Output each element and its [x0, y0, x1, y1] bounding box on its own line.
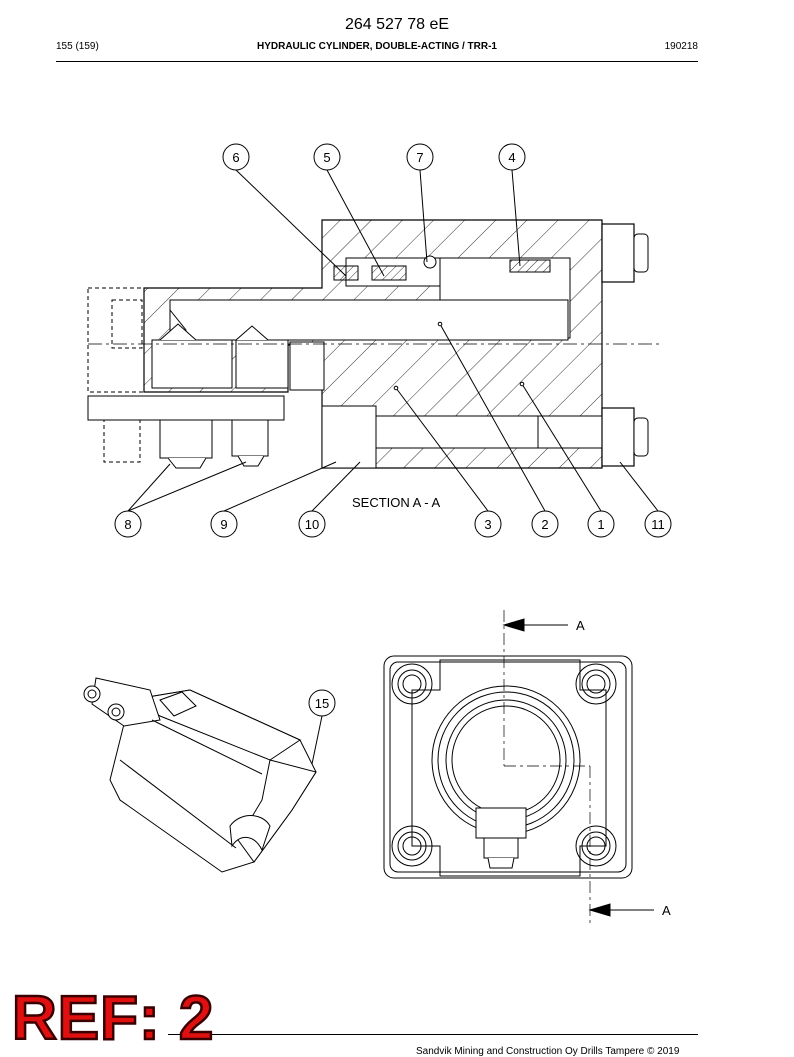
- callout-3: 3: [484, 517, 491, 532]
- footer-copyright: Sandvik Mining and Construction Oy Drill…: [416, 1046, 680, 1057]
- section-marker-top: A: [576, 618, 585, 633]
- page-title: HYDRAULIC CYLINDER, DOUBLE-ACTING / TRR-…: [257, 41, 497, 52]
- callout-group-iso: [308, 689, 336, 765]
- section-marker-bottom: A: [662, 903, 671, 918]
- callout-4: 4: [508, 150, 515, 165]
- section-label: SECTION A - A: [352, 495, 440, 510]
- end-view: [383, 610, 654, 926]
- header-rule: [56, 61, 698, 62]
- callout-group-top: [222, 143, 526, 277]
- page-number: 155 (159): [56, 41, 99, 52]
- callout-1: 1: [597, 517, 604, 532]
- callout-9: 9: [220, 517, 227, 532]
- ref-stamp: REF: 2: [11, 984, 215, 1053]
- callout-6: 6: [232, 150, 239, 165]
- callout-group-bottom: [114, 321, 672, 538]
- callout-10: 10: [305, 517, 319, 532]
- callout-7: 7: [416, 150, 423, 165]
- date-code: 190218: [664, 41, 698, 52]
- callout-11: 11: [651, 517, 665, 532]
- callout-2: 2: [541, 517, 548, 532]
- callout-8: 8: [124, 517, 131, 532]
- isometric-view: [83, 677, 317, 873]
- callout-5: 5: [323, 150, 330, 165]
- footer-rule: [168, 1034, 698, 1035]
- document-number: 264 527 78 eE: [344, 16, 450, 33]
- section-view: [87, 219, 660, 469]
- callout-15: 15: [315, 696, 329, 711]
